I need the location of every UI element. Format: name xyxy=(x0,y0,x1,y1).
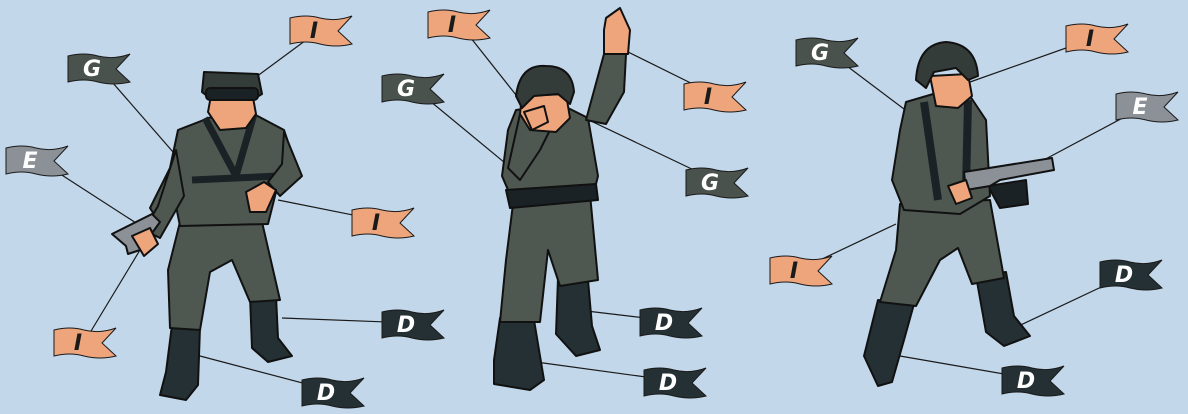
figure1-harness xyxy=(191,113,279,184)
figure2-helmet xyxy=(515,64,575,109)
figure1-left-boot xyxy=(159,324,201,401)
flag-shape xyxy=(53,327,118,359)
figure2-left-boot xyxy=(493,317,545,391)
flag-label-e: E xyxy=(1115,91,1180,123)
flag-shape xyxy=(301,377,366,409)
flag-shape xyxy=(381,73,446,105)
flag-code-text: I xyxy=(310,19,318,44)
soldier-cap-pistol-figure xyxy=(111,71,303,401)
figure3-backpack xyxy=(987,179,1029,209)
flag-code-text: I xyxy=(1086,27,1094,52)
flag-shape xyxy=(5,145,70,177)
flag-code-text: I xyxy=(372,211,380,236)
flag-code-text: G xyxy=(83,57,101,82)
soldier-helmet-arm-raised-figure xyxy=(493,7,631,391)
flag-shape xyxy=(643,367,708,399)
flag-label-e: E xyxy=(5,145,70,177)
flag-label-i: I xyxy=(351,207,416,239)
flag-shape xyxy=(1099,259,1164,291)
figure2-raised-hand xyxy=(603,7,631,55)
flag-code-text: G xyxy=(811,41,829,66)
figure3-helmet xyxy=(915,41,979,89)
flag-label-i: I xyxy=(683,81,748,113)
flag-code-text: G xyxy=(397,77,415,102)
figure2-hand-at-face xyxy=(523,105,549,131)
figure2-raised-arm xyxy=(585,53,627,125)
leader-line-i xyxy=(84,249,141,342)
flag-code-text: E xyxy=(1132,95,1147,120)
flag-shape xyxy=(1001,365,1066,397)
figure3-legs xyxy=(879,199,1005,307)
figure1-legs xyxy=(167,221,281,331)
flag-label-i: I xyxy=(1065,23,1130,55)
figure1-right-boot xyxy=(249,295,293,363)
flag-label-d: D xyxy=(301,377,366,409)
flag-code-text: I xyxy=(704,85,712,110)
flag-shape xyxy=(427,9,492,41)
figure1-left-hand xyxy=(131,227,159,257)
figure2-right-boot xyxy=(555,277,601,357)
flag-shape xyxy=(1115,91,1180,123)
flag-label-d: D xyxy=(1001,365,1066,397)
flag-shape xyxy=(351,207,416,239)
flag-code-text: E xyxy=(22,149,37,174)
flag-label-d: D xyxy=(639,307,704,339)
flag-shape xyxy=(795,37,860,69)
soldier-helmet-flamethrower-figure xyxy=(863,41,1055,387)
flag-shape xyxy=(639,307,704,339)
figure1-goggles xyxy=(205,87,259,101)
flag-code-text: D xyxy=(317,381,335,406)
figure3-right-boot xyxy=(975,271,1031,347)
flag-label-g: G xyxy=(685,167,750,199)
flag-code-text: G xyxy=(701,171,719,196)
flag-label-d: D xyxy=(643,367,708,399)
flag-shape xyxy=(769,255,834,287)
figure2-legs xyxy=(499,193,599,323)
flag-code-text: I xyxy=(448,13,456,38)
flag-label-i: I xyxy=(427,9,492,41)
flag-code-text: I xyxy=(790,259,798,284)
flag-shape xyxy=(685,167,750,199)
flag-shape xyxy=(67,53,132,85)
flag-code-text: D xyxy=(655,311,673,336)
flag-label-d: D xyxy=(1099,259,1164,291)
flag-labels: G I E I I D D I G I G D D G I E I D D xyxy=(5,9,1180,409)
flag-label-d: D xyxy=(381,309,446,341)
flag-label-g: G xyxy=(67,53,132,85)
flag-code-text: D xyxy=(659,371,677,396)
flag-code-text: D xyxy=(397,313,415,338)
figure1-right-hand xyxy=(245,181,277,213)
flag-shape xyxy=(289,15,354,47)
flag-shape xyxy=(683,81,748,113)
flag-shape xyxy=(381,309,446,341)
flag-label-g: G xyxy=(795,37,860,69)
figure3-hand xyxy=(947,179,973,205)
flag-label-g: G xyxy=(381,73,446,105)
flag-code-text: D xyxy=(1115,263,1133,288)
figure2-belt xyxy=(505,183,599,209)
flag-label-i: I xyxy=(53,327,118,359)
figure3-left-boot xyxy=(863,299,915,387)
flag-code-text: D xyxy=(1017,369,1035,394)
flag-label-i: I xyxy=(769,255,834,287)
flag-code-text: I xyxy=(74,331,82,356)
flag-label-i: I xyxy=(289,15,354,47)
flag-shape xyxy=(1065,23,1130,55)
